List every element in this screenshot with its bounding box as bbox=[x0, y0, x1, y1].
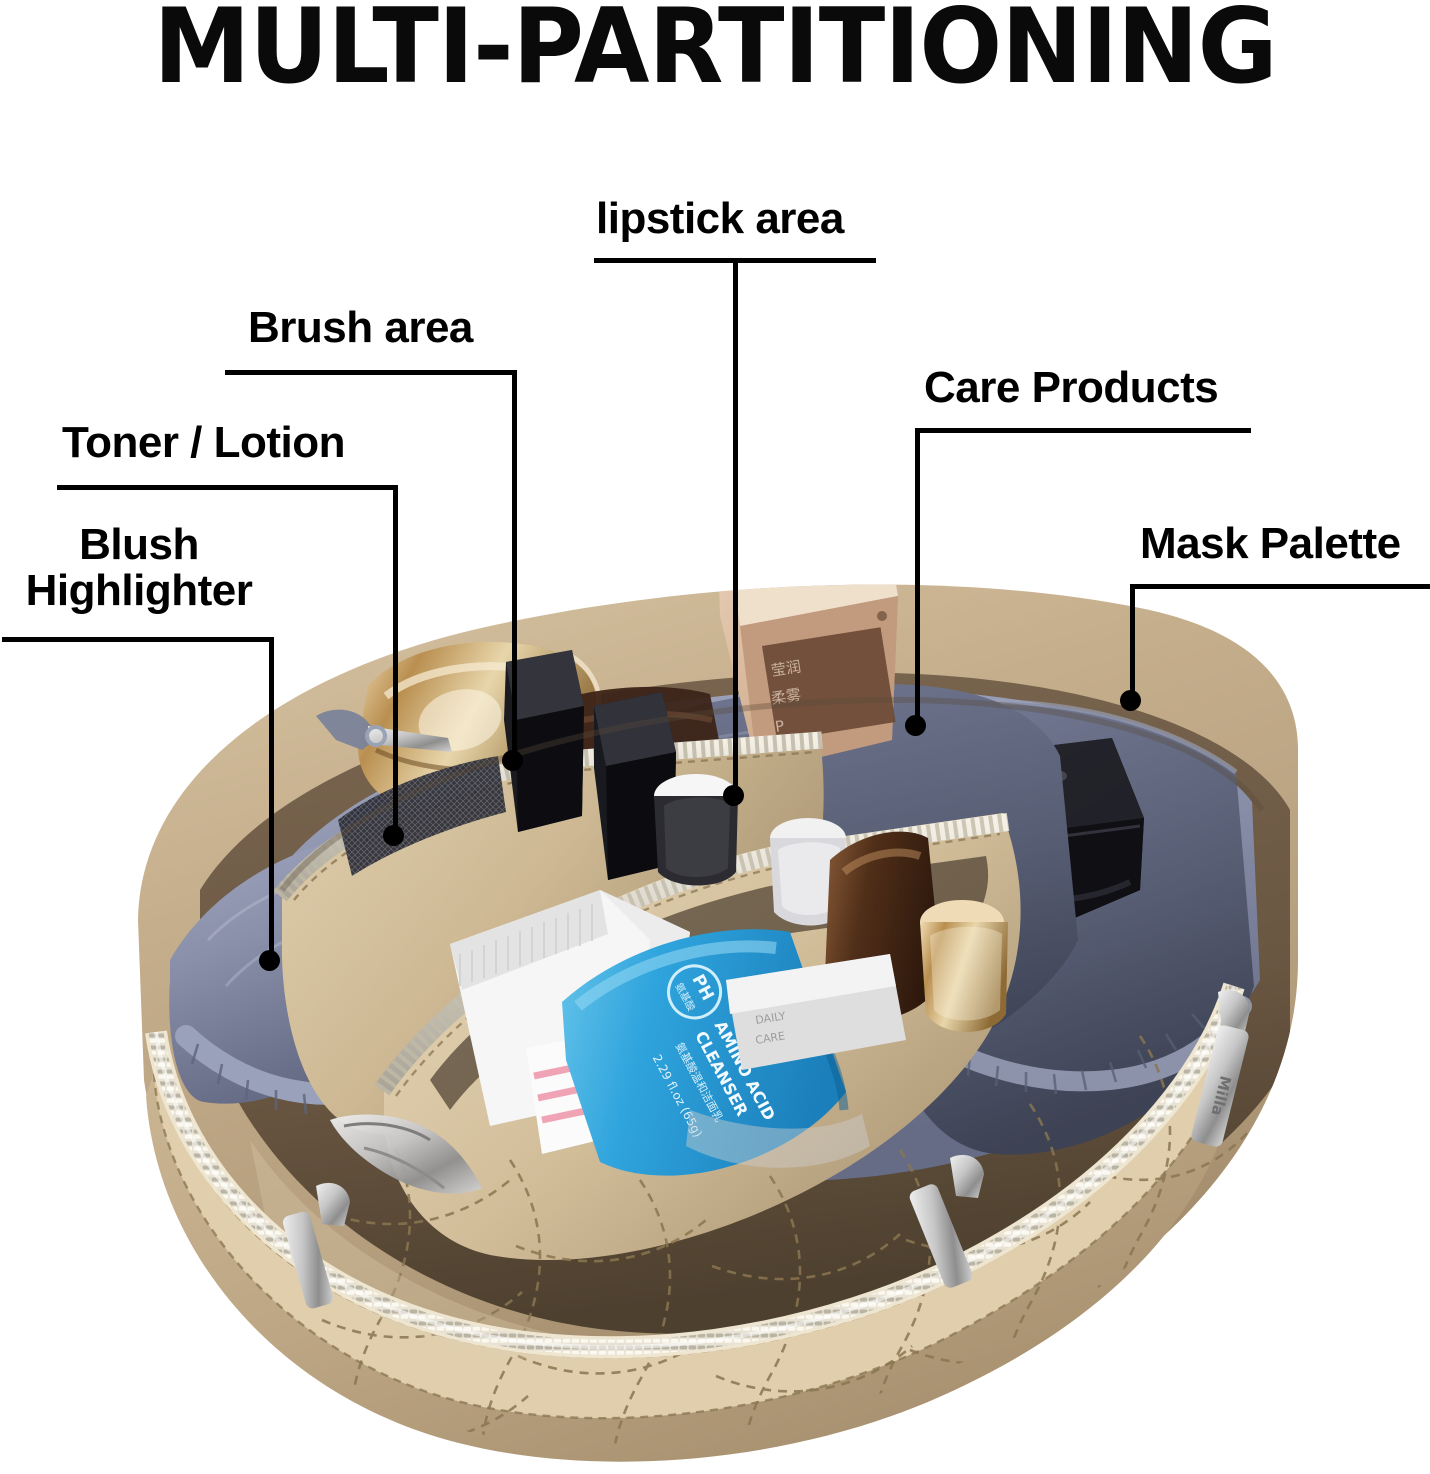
brand-logo-charm bbox=[330, 1114, 482, 1194]
gold-cylinder-jar bbox=[920, 900, 1008, 1032]
svg-text:莹润: 莹润 bbox=[770, 657, 802, 679]
callout-label-brush-area: Brush area bbox=[248, 303, 473, 352]
callout-leader-mask-palette bbox=[1130, 584, 1135, 702]
main-zipper bbox=[145, 982, 1245, 1359]
callout-leader-brush-area bbox=[512, 370, 517, 762]
callout-rule-toner-lotion bbox=[57, 485, 398, 490]
callout-leader-lipstick-area bbox=[733, 258, 738, 797]
zipper-pull-mid bbox=[909, 1154, 984, 1288]
zipper-pull-right: Milla bbox=[1191, 990, 1250, 1147]
callout-dot-brush-area bbox=[502, 750, 523, 771]
callout-leader-blush-highlighter bbox=[269, 637, 274, 962]
callout-label-mask-palette: Mask Palette bbox=[1140, 519, 1401, 568]
callout-leader-care-products bbox=[915, 428, 920, 727]
callout-rule-brush-area bbox=[225, 370, 517, 375]
page-title: MULTI-PARTITIONING bbox=[153, 0, 1277, 107]
svg-text:CARE: CARE bbox=[754, 1029, 786, 1047]
svg-text:DAILY: DAILY bbox=[754, 1009, 786, 1027]
callout-dot-care-products bbox=[905, 715, 926, 736]
mesh-pocket bbox=[338, 756, 506, 876]
callout-rule-blush-highlighter bbox=[2, 637, 274, 642]
product-photo: Milla Milla Milla Milla Milla bbox=[130, 420, 1305, 1474]
svg-text:柔雾: 柔雾 bbox=[770, 685, 802, 707]
cream-jar bbox=[654, 774, 738, 886]
callout-label-lipstick-area: lipstick area bbox=[596, 194, 844, 243]
callout-dot-mask-palette bbox=[1120, 690, 1141, 711]
left-flap-zipper-pull bbox=[316, 709, 452, 752]
callout-leader-toner-lotion bbox=[393, 485, 398, 837]
callout-dot-toner-lotion bbox=[383, 825, 404, 846]
compact-palette-box: 莹润 柔雾 P bbox=[716, 584, 898, 772]
middle-row-contents: DAILY CARE bbox=[504, 650, 1008, 1070]
svg-text:P: P bbox=[774, 717, 786, 736]
callout-label-blush-highlighter: Blush Highlighter bbox=[25, 520, 253, 615]
callout-dot-blush-highlighter bbox=[259, 950, 280, 971]
callout-label-care-products: Care Products bbox=[924, 363, 1219, 412]
silver-tube: DAILY CARE bbox=[726, 954, 906, 1070]
silver-cap-bottle bbox=[770, 818, 846, 926]
callout-label-toner-lotion: Toner / Lotion bbox=[62, 418, 346, 467]
callout-rule-mask-palette bbox=[1130, 584, 1430, 589]
callout-rule-care-products bbox=[915, 428, 1251, 433]
callout-dot-lipstick-area bbox=[723, 785, 744, 806]
zipper-pull-left bbox=[282, 1182, 350, 1309]
